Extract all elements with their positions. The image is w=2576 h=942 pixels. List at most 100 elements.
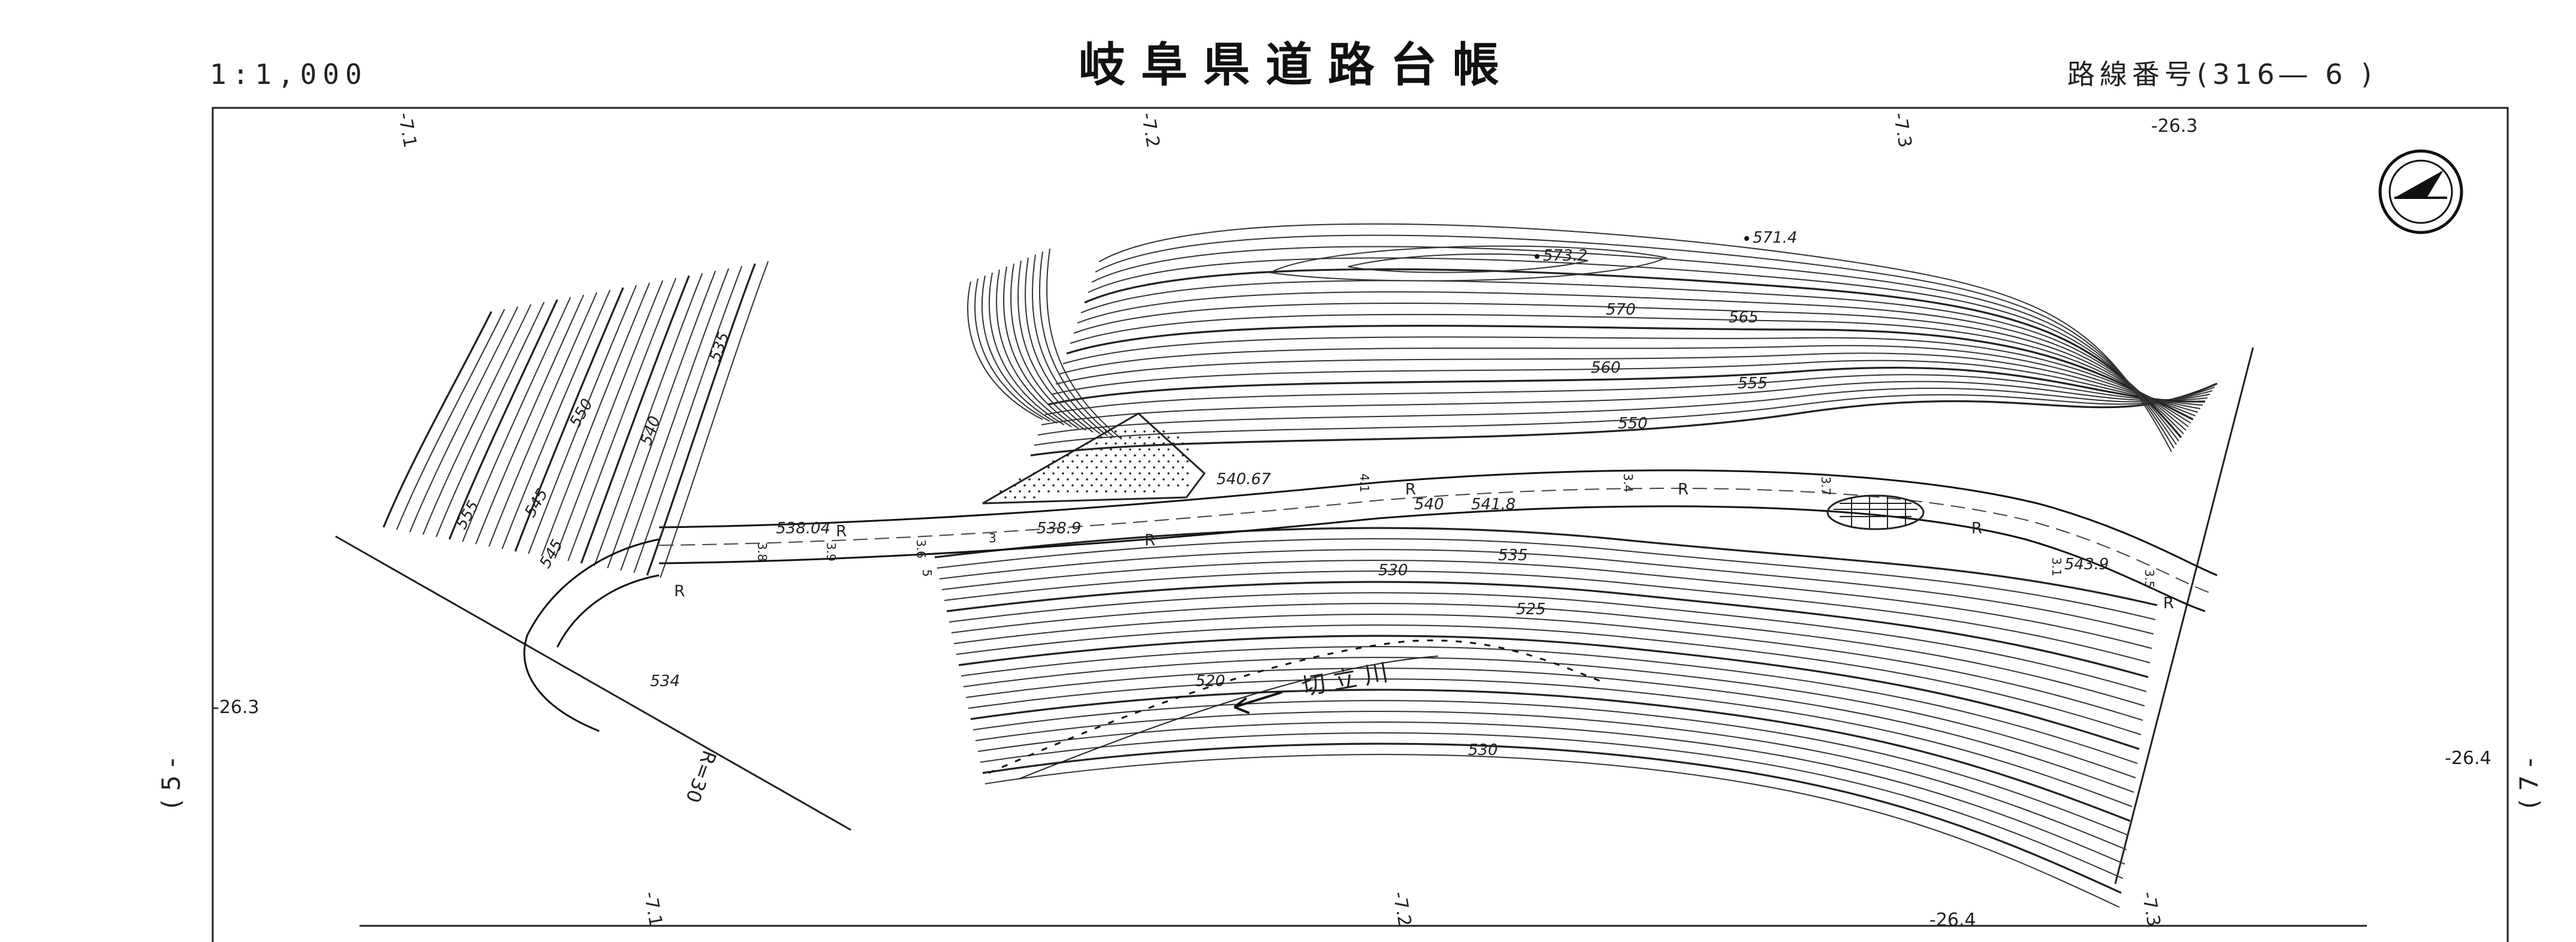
grid-label-top-3: -7.3: [1889, 111, 1916, 149]
embankment-dot: [1129, 460, 1131, 463]
contour-line: [1003, 266, 1079, 429]
survey-boundary: [335, 347, 2254, 884]
embankment-dot: [1186, 472, 1189, 475]
north-arrow-icon: [2378, 149, 2463, 234]
embankment-dot: [1033, 484, 1035, 487]
contour-line: [448, 299, 558, 540]
contour-line: [956, 624, 2142, 735]
embankment-dot: [1105, 466, 1107, 469]
embankment-dot: [1095, 490, 1098, 493]
embankment-dot: [1143, 454, 1146, 457]
contour-line: [934, 527, 2158, 606]
spot-height: 541.8: [1471, 496, 1515, 514]
embankment-dot: [1115, 442, 1117, 445]
embankment-dot: [1186, 460, 1189, 463]
contour-line: [1025, 257, 1101, 434]
embankment-dot: [1115, 454, 1117, 457]
embankment-dot: [1172, 478, 1174, 481]
spot-height: 543.9: [2064, 555, 2109, 573]
embankment-dot: [1177, 472, 1179, 475]
width-mark: 3.4: [1621, 473, 1635, 493]
embankment-dot: [1086, 454, 1088, 457]
contour-line: [977, 721, 2125, 865]
contour-line: [1052, 360, 2203, 406]
cut-slope-hatching: [1826, 494, 1925, 530]
contour-line: [567, 277, 677, 561]
contour-line: [1039, 251, 1115, 438]
embankment-dot: [1057, 466, 1059, 469]
grid-label-top-2: -7.2: [1137, 111, 1164, 149]
width-mark: 3.7: [1819, 476, 1833, 496]
contour-line: [1095, 234, 2175, 449]
contour-line: [660, 261, 769, 578]
contour-line: [961, 646, 2138, 764]
embankment-dot: [1038, 490, 1040, 493]
embankment-dot: [1143, 490, 1146, 493]
embankment-dot: [1047, 490, 1050, 493]
embankment-dot: [1177, 484, 1179, 487]
adjacent-sheet-left: ( 5 -: [156, 758, 186, 809]
embankment-dot: [1105, 430, 1107, 433]
width-mark: 3.6: [914, 539, 928, 558]
contour-line: [554, 280, 663, 559]
contour-label: 520: [1195, 672, 1225, 690]
adjacent-sheet-right: ( 7 -: [2514, 758, 2544, 809]
contour-line: [422, 304, 531, 535]
contour-line: [1077, 291, 2187, 431]
embankment-dot: [1138, 472, 1141, 475]
contour-line: [1080, 280, 2184, 434]
embankment-dot: [999, 490, 1002, 493]
contour-line: [944, 570, 2151, 663]
embankment-dot: [1110, 472, 1112, 475]
contour-line: [1348, 253, 1589, 273]
river-flow-arrow-icon: [1233, 691, 1283, 714]
map-title: 岐阜県道路台帳: [1079, 38, 1515, 92]
width-mark: 3: [989, 531, 996, 545]
grid-label-bottom-2: -7.2: [1388, 890, 1415, 928]
embankment-dot: [1158, 448, 1160, 451]
contour-line: [436, 301, 545, 538]
contour-line: [488, 292, 597, 547]
contour-line: [396, 309, 505, 530]
contour-line: [951, 603, 2145, 707]
contour-line: [1091, 246, 2177, 445]
embankment-dot: [1162, 442, 1165, 445]
embankment-dot: [1172, 454, 1174, 457]
embankment-dot: [1081, 448, 1083, 451]
embankment-dot: [1129, 484, 1131, 487]
contour-label: 545: [536, 537, 567, 572]
road-mark: R: [836, 523, 847, 541]
contour-label: 565: [1729, 309, 1759, 327]
embankment-dot: [1148, 448, 1150, 451]
contour-line: [462, 297, 571, 542]
width-mark: 4.1: [1357, 473, 1372, 493]
embankment-dot: [1076, 466, 1079, 469]
embankment-dot: [1119, 460, 1122, 463]
contour-line: [1041, 381, 2210, 425]
embankment-dot: [1162, 454, 1165, 457]
embankment-dot: [1162, 478, 1165, 481]
embankment-dot: [1153, 490, 1155, 493]
embankment-dot: [1091, 460, 1093, 463]
embankment-dot: [1086, 442, 1088, 445]
contour-line: [970, 689, 2131, 822]
embankment-area: [982, 412, 1206, 505]
contour-line: [937, 538, 2156, 620]
embankment-dot: [1153, 466, 1155, 469]
contour-line: [646, 263, 756, 576]
embankment-dot: [1062, 460, 1064, 463]
contour-label: 545: [521, 486, 552, 521]
embankment-dot: [1124, 442, 1127, 445]
embankment-dot: [1105, 442, 1107, 445]
contour-label: 525: [1516, 600, 1546, 618]
embankment-dot: [1129, 436, 1131, 439]
embankment-dot: [1014, 484, 1016, 487]
embankment-dot: [1182, 442, 1184, 445]
embankment-dot: [1076, 454, 1079, 457]
embankment-dot: [1091, 448, 1093, 451]
embankment-dot: [1086, 466, 1088, 469]
road-mark: R: [1144, 532, 1155, 550]
embankment-dot: [1057, 490, 1059, 493]
width-mark: 3.1: [2049, 557, 2064, 576]
embankment-dot: [1162, 466, 1165, 469]
